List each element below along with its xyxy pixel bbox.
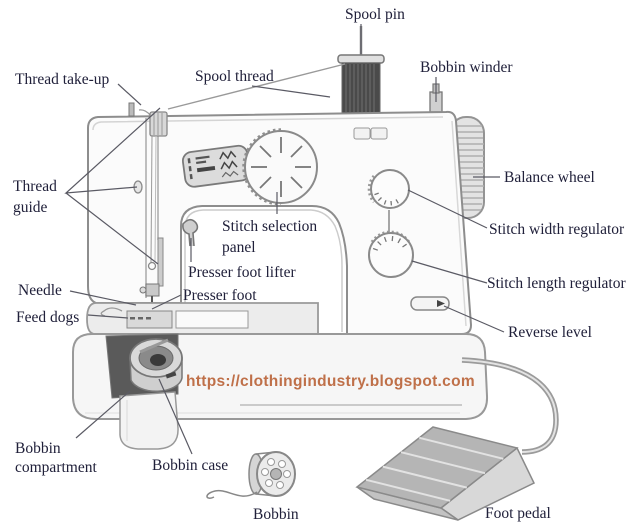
- label-bobbin-compartment-1: Bobbin: [15, 440, 61, 457]
- foot-pedal-shape: [355, 426, 536, 521]
- leader-stitch-length: [411, 260, 488, 284]
- leader-feed-dogs: [87, 314, 129, 319]
- label-bobbin-case: Bobbin case: [152, 457, 228, 474]
- bobbin-thread-tail: [206, 489, 258, 499]
- presser-foot-lifter-shape: [182, 218, 199, 247]
- watermark-url[interactable]: https://clothingindustry.blogspot.com: [186, 373, 475, 390]
- part-labels: Spool pin Spool thread Bobbin winder Thr…: [13, 6, 626, 523]
- throat-arch-inner-line: [184, 209, 343, 332]
- leader-thread-guide: [64, 107, 161, 265]
- compartment-door-flap: [119, 391, 179, 450]
- leader-needle: [69, 290, 137, 306]
- label-thread-guide-2: guide: [13, 199, 48, 216]
- label-stitch-width-regulator: Stitch width regulator: [489, 221, 625, 238]
- label-feed-dogs: Feed dogs: [16, 309, 79, 326]
- bobbin-shape: [206, 451, 296, 499]
- label-stitch-length-regulator: Stitch length regulator: [487, 275, 626, 292]
- bobbin-compartment-shape: [105, 333, 183, 450]
- thread-tail: [100, 307, 123, 317]
- bobbin-case-shape: [129, 338, 183, 393]
- label-presser-foot-lifter: Presser foot lifter: [188, 264, 296, 281]
- leader-spool-thread: [251, 85, 331, 98]
- label-thread-take-up: Thread take-up: [15, 71, 109, 88]
- needle-plate: [86, 302, 319, 335]
- carry-handle-inset: [353, 127, 388, 140]
- sewing-machine-illustration: [72, 26, 559, 521]
- needle-clamp: [145, 283, 160, 297]
- label-spool-pin: Spool pin: [345, 6, 405, 23]
- thread-guide-lower: [147, 261, 157, 271]
- thread-take-up-pin: [128, 102, 135, 117]
- leader-bobbin-compartment: [75, 390, 131, 439]
- feed-dogs-shape: [130, 317, 151, 320]
- label-stitch-selection-1: Stitch selection: [222, 218, 317, 235]
- label-spool-thread: Spool thread: [195, 68, 274, 85]
- spool-pin-shape: [337, 26, 385, 114]
- presser-bar: [157, 237, 164, 287]
- reverse-lever-shape: [410, 296, 450, 311]
- label-needle: Needle: [18, 282, 62, 299]
- label-bobbin: Bobbin: [253, 506, 299, 523]
- stitch-panel-shape: [181, 144, 251, 188]
- label-foot-pedal: Foot pedal: [485, 505, 551, 522]
- leader-presser-foot: [151, 294, 182, 310]
- label-presser-foot: Presser foot: [183, 287, 257, 304]
- label-balance-wheel: Balance wheel: [504, 169, 595, 186]
- label-thread-guide-1: Thread: [13, 178, 57, 195]
- power-cord: [461, 357, 559, 455]
- leader-bobbin-case: [158, 378, 193, 455]
- leader-thread-take-up: [117, 83, 142, 106]
- label-bobbin-winder: Bobbin winder: [420, 59, 513, 76]
- stitch-length-dial: [368, 230, 414, 278]
- leader-reverse-level: [443, 305, 505, 333]
- label-bobbin-compartment-2: compartment: [15, 459, 97, 476]
- stitch-selection-dial: [242, 128, 318, 206]
- label-stitch-selection-2: panel: [222, 239, 256, 256]
- leader-lines: [64, 24, 505, 455]
- label-reverse-level: Reverse level: [508, 324, 592, 341]
- stitch-width-dial: [367, 169, 410, 209]
- leader-stitch-width: [407, 189, 488, 229]
